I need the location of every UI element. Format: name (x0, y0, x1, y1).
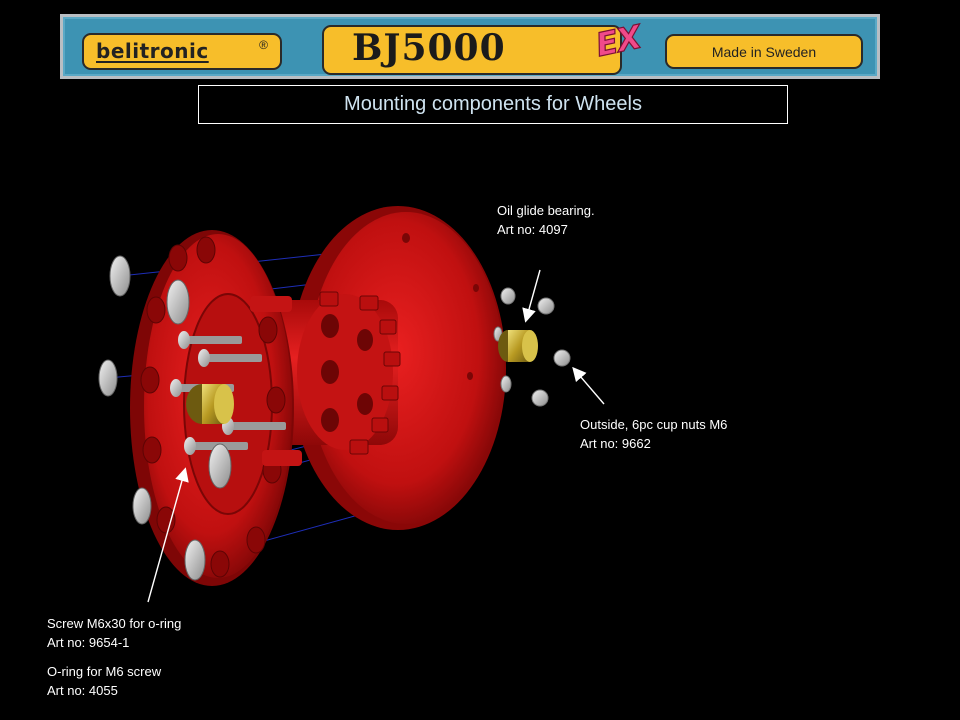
model-name: BJ5000 (352, 27, 506, 69)
hub-body (268, 291, 401, 455)
screw-callout: Screw M6x30 for o-ring Art no: 9654-1 (47, 614, 181, 652)
oring-art-no: Art no: 4055 (47, 683, 118, 698)
brand-banner: belitronic ® BJ5000 EX Made in Sweden (60, 14, 880, 79)
oring-callout: O-ring for M6 screw Art no: 4055 (47, 662, 161, 700)
cup-nuts-arrow (572, 366, 605, 405)
cup-nuts-callout: Outside, 6pc cup nuts M6 Art no: 9662 (580, 415, 727, 453)
origin-plate: Made in Sweden (665, 34, 863, 69)
inner-bearing (186, 384, 234, 424)
oring-name: O-ring for M6 screw (47, 664, 162, 679)
callout-arrows (147, 269, 605, 603)
bearing-callout: Oil glide bearing. Art no: 4097 (497, 201, 595, 239)
bearing-name: Oil glide bearing. (497, 203, 595, 218)
registered-mark: ® (259, 38, 268, 52)
bearing-arrow (522, 269, 541, 323)
screw-arrow (147, 467, 189, 603)
cup-nuts (493, 287, 571, 407)
o-rings (98, 255, 232, 581)
brand-name: belitronic (96, 39, 209, 63)
model-plate: BJ5000 (322, 25, 622, 75)
bearing-art-no: Art no: 4097 (497, 222, 568, 237)
brand-logo-plate: belitronic ® (82, 33, 282, 70)
origin-text: Made in Sweden (711, 43, 817, 60)
cup-nuts-art-no: Art no: 9662 (580, 436, 651, 451)
page-title: Mounting components for Wheels (344, 93, 642, 115)
page-title-box: Mounting components for Wheels (198, 85, 788, 124)
screw-name: Screw M6x30 for o-ring (47, 616, 182, 631)
screw-art-no: Art no: 9654-1 (47, 635, 130, 650)
cup-nuts-name: Outside, 6pc cup nuts M6 (580, 417, 728, 432)
oil-glide-bearing (498, 330, 538, 362)
